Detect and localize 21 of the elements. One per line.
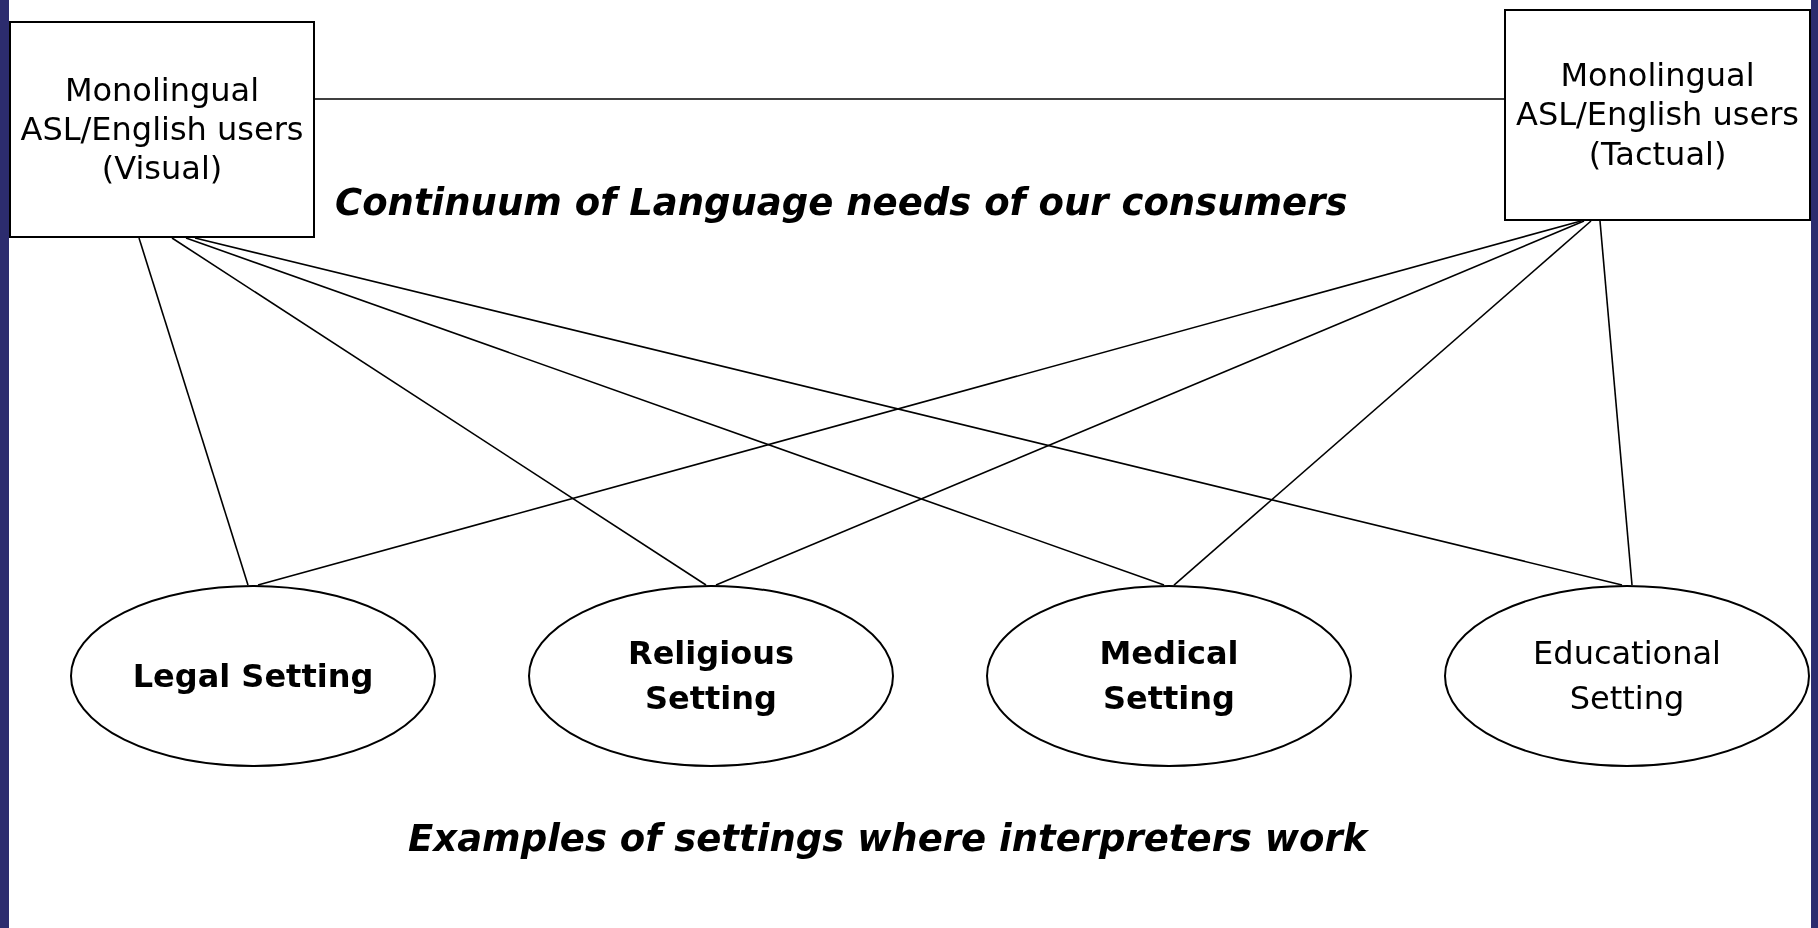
user-group-box (9, 21, 315, 238)
group-label: Monolingual ASL/English users (Visual) (19, 70, 305, 189)
setting-ellipse (70, 585, 436, 767)
setting-ellipse (528, 585, 894, 767)
heading-text: Continuum of Language needs of our consumers (335, 181, 1348, 224)
setting-ellipse (986, 585, 1352, 767)
connector-line (171, 237, 707, 586)
caption-text: Examples of settings where interpreters work (408, 817, 1368, 860)
group-label: Monolingual ASL/English users (Tactual) (1515, 56, 1800, 174)
setting-label: Religious Setting (627, 633, 795, 719)
connector-line (1599, 220, 1633, 586)
setting-ellipse (1444, 585, 1810, 767)
connector-line (715, 220, 1585, 586)
connector-line (314, 98, 1505, 100)
connector-line (138, 237, 249, 586)
setting-label: Medical Setting (1098, 633, 1240, 719)
setting-label: Educational Setting (1532, 633, 1722, 719)
user-group-box (1504, 9, 1811, 221)
setting-label: Legal Setting (131, 655, 375, 697)
connector-line (1173, 220, 1592, 586)
connector-line (185, 237, 1165, 586)
